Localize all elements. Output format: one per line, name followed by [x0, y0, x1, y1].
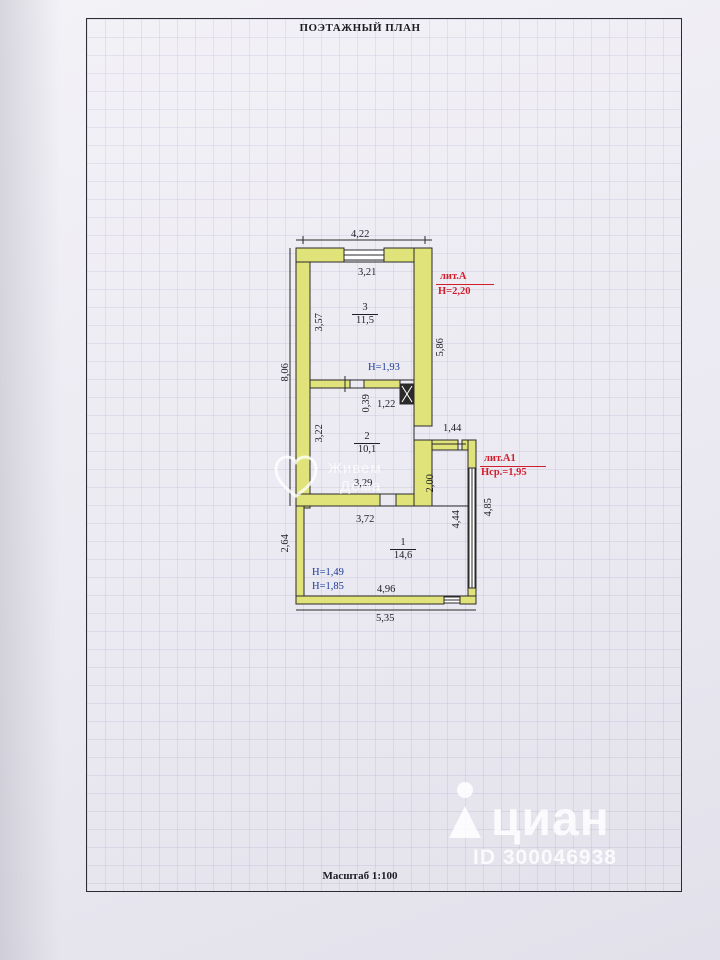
- watermark-line2: Дома: [340, 478, 382, 495]
- dim-room1-width: 4,96: [377, 584, 396, 595]
- lit-a1-name: лит.А1: [484, 453, 516, 464]
- listing-id: ID 300046938: [473, 846, 617, 869]
- dim-top-outer: 4,22: [351, 229, 370, 240]
- dim-room3-height: 3,57: [313, 313, 325, 332]
- dim-lit-a-bottom: 3,72: [356, 514, 375, 525]
- height-h149: Н=1,49: [312, 567, 344, 578]
- cian-logo-text: циан: [491, 793, 610, 846]
- wall-right-lit-a: [413, 247, 433, 427]
- wall-top-a1: [431, 439, 459, 451]
- plan-title: ПОЭТАЖНЫЙ ПЛАН: [299, 22, 421, 34]
- wall-partition-3-2: [309, 379, 351, 389]
- dim-stove-side: 0,39: [360, 394, 372, 413]
- lit-a1-underline: [480, 466, 546, 467]
- dim-top-inner: 3,21: [358, 267, 377, 278]
- lit-a-underline: [436, 284, 494, 285]
- page-curl-shadow: [0, 0, 60, 960]
- height-h193: Н=1,93: [368, 362, 400, 373]
- lit-a-name: лит.А: [440, 271, 467, 282]
- room-2-number: 2: [354, 431, 380, 445]
- dim-right-lit-a: 5,86: [434, 338, 446, 357]
- drawing-frame: [86, 18, 682, 892]
- dim-room2-height: 3,22: [313, 424, 325, 443]
- room-1-area: 14,6: [393, 550, 413, 562]
- lit-a-height: Н=2,20: [438, 286, 471, 297]
- wall-bottom-a1-end: [459, 595, 477, 605]
- dim-stove-width: 1,22: [377, 399, 396, 410]
- height-h185: Н=1,85: [312, 581, 344, 592]
- dim-room2-width: 3,29: [354, 478, 373, 489]
- room-3-number: 3: [352, 302, 378, 316]
- cian-watermark: циан ID 300046938: [445, 772, 685, 882]
- room-1-label: 1 14,6: [390, 537, 416, 562]
- wall-partition-3-2-right: [363, 379, 401, 389]
- zhivem-doma-watermark: Живем Дома: [272, 452, 492, 522]
- dim-a1-top: 1,44: [443, 423, 462, 434]
- heart-house-icon: [274, 455, 318, 498]
- room-1-number: 1: [390, 537, 416, 551]
- room-3-area: 11,5: [356, 315, 374, 327]
- windows: [343, 249, 476, 604]
- wall-top-left: [295, 247, 345, 263]
- dim-bottom-outer: 5,35: [376, 613, 395, 624]
- lit-a1-height: Нср.=1,95: [481, 467, 527, 478]
- inner-lines: [289, 236, 476, 611]
- watermark-line1: Живем: [328, 460, 382, 477]
- scale-label: Масштаб 1:100: [322, 870, 398, 882]
- room-2-label: 2 10,1: [354, 431, 380, 456]
- room-3-label: 3 11,5: [352, 302, 378, 327]
- location-pin-icon: [449, 782, 481, 838]
- stove-cross: [401, 385, 413, 403]
- dim-left-a1: 2,64: [279, 534, 291, 553]
- room-2-area: 10,1: [357, 444, 377, 456]
- dim-left-total: 8,06: [279, 363, 291, 382]
- wall-bottom-a1: [295, 595, 445, 605]
